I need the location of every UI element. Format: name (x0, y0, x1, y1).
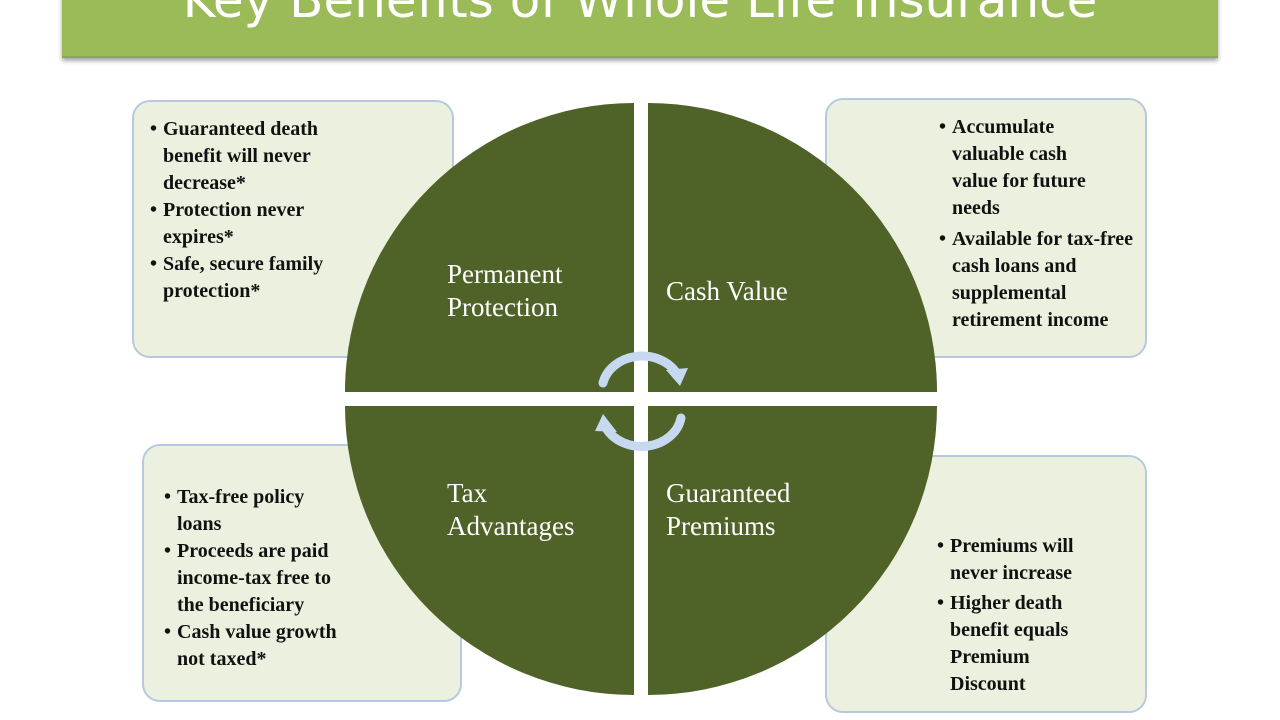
slide-title: Key Benefits of Whole Life Insurance (182, 0, 1098, 29)
label-line: Guaranteed (666, 478, 791, 508)
quadrant-label-tax-advantages: Tax Advantages (447, 477, 574, 543)
title-bar: Key Benefits of Whole Life Insurance (62, 0, 1218, 58)
label-line: Advantages (447, 511, 575, 541)
quadrant-cash-value (648, 103, 937, 392)
label-line: Protection (447, 292, 558, 322)
quadrant-tax-advantages (345, 406, 634, 695)
bullet: Proceeds are paid income-tax free to the… (164, 538, 362, 619)
bullet: Tax-free policy loans (164, 484, 342, 538)
cycle-arrow-bottom-icon (595, 413, 686, 451)
label-line: Premiums (666, 511, 776, 541)
label-line: Permanent (447, 259, 563, 289)
bullet: Cash value growth not taxed* (164, 619, 352, 673)
quadrant-guaranteed-premiums (648, 406, 937, 695)
bullet: Safe, secure family protection* (150, 251, 340, 305)
bullet: Guaranteed death benefit will never decr… (150, 116, 340, 197)
quadrant-label-guaranteed-premiums: Guaranteed Premiums (666, 477, 790, 543)
bullet: Protection never expires* (150, 197, 338, 251)
label-line: Cash Value (666, 276, 788, 306)
bullet: Available for tax-free cash loans and su… (939, 226, 1139, 334)
quadrant-label-permanent-protection: Permanent Protection (447, 258, 562, 324)
bullet: Accumulate valuable cash value for futur… (939, 114, 1112, 222)
quadrant-permanent-protection (345, 103, 634, 392)
quadrant-label-cash-value: Cash Value (666, 275, 788, 308)
cycle-arrow-top-icon (598, 351, 688, 388)
bullet: Higher death benefit equals Premium Disc… (937, 590, 1097, 698)
bullet: Premiums will never increase (937, 533, 1097, 587)
label-line: Tax (447, 478, 488, 508)
